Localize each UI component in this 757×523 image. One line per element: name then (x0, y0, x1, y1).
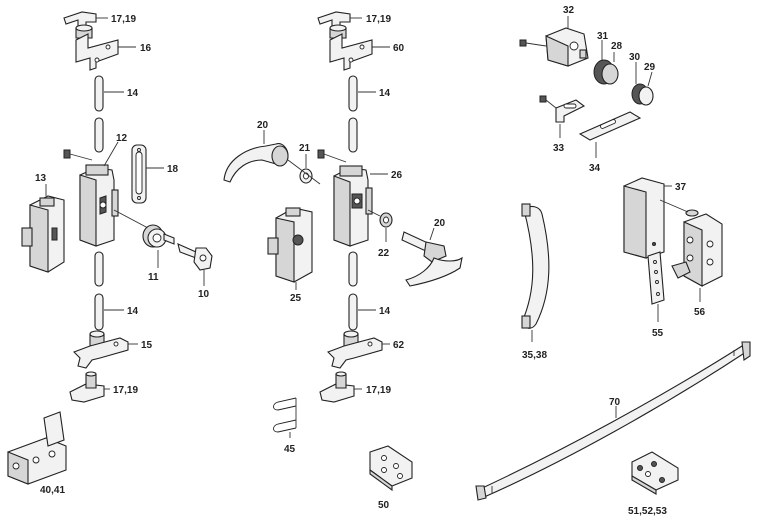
callout-40-41: 40,41 (40, 485, 65, 496)
mounting-plate-part-50 (369, 445, 413, 492)
lock-case-part-25 (267, 207, 313, 283)
bottom-hinge-part-17-19 (69, 371, 105, 403)
callout-34: 34 (589, 163, 601, 174)
top-hinge-part-17-19 (63, 11, 97, 39)
callout-14-left-upper: 14 (127, 88, 139, 99)
callout-17-19: 17,19 (111, 14, 136, 25)
strike-plate-part-34 (578, 111, 642, 141)
lower-rods-part-14-middle (348, 251, 358, 331)
callout-17-19-middle-top: 17,19 (366, 14, 391, 25)
callout-17-19-lower-left: 17,19 (113, 385, 138, 396)
callout-45: 45 (284, 444, 296, 455)
top-plate-part-16 (75, 33, 119, 71)
upper-rods-part-14-middle (348, 75, 358, 153)
callout-62: 62 (393, 340, 405, 351)
callout-10: 10 (198, 289, 210, 300)
mounting-plate-part-51-52-53 (631, 451, 679, 495)
callout-32: 32 (563, 5, 575, 16)
callout-21: 21 (299, 143, 311, 154)
callout-70: 70 (609, 397, 621, 408)
middle-lock-assembly: 17,19 60 14 20 21 (223, 11, 463, 511)
door-handle-part-20-right (401, 231, 463, 287)
left-lock-assembly: 17,19 16 14 12 (7, 11, 213, 496)
callout-35-38: 35,38 (522, 350, 547, 361)
catch-part-32 (519, 27, 589, 67)
lock-cylinder-part-11 (113, 209, 175, 248)
callout-26: 26 (391, 170, 403, 181)
callout-30: 30 (629, 52, 641, 63)
callout-29: 29 (644, 62, 656, 73)
washer-part-22 (379, 212, 393, 228)
bottom-hinge-part-17-19-middle (319, 371, 355, 403)
callout-25: 25 (290, 293, 302, 304)
bracket-part-33 (539, 95, 586, 123)
washer-part-21 (299, 168, 313, 184)
callout-22: 22 (378, 248, 390, 259)
callout-12: 12 (116, 133, 128, 144)
clips-part-45 (273, 397, 297, 433)
lock-body-part-12 (79, 164, 119, 247)
key-part-10 (177, 243, 213, 271)
callout-14-middle-lower: 14 (379, 306, 391, 317)
door-handle-part-20-left (223, 143, 289, 183)
strike-part-55 (647, 251, 665, 305)
lock-case-part-13 (21, 195, 65, 273)
callout-37: 37 (675, 182, 687, 193)
catch-mechanism-part-56 (659, 199, 723, 287)
callout-14-left-lower: 14 (127, 306, 139, 317)
right-parts: 32 31 28 30 29 33 (475, 5, 751, 517)
callout-13: 13 (35, 173, 47, 184)
callout-16: 16 (140, 43, 152, 54)
housing-part-37 (623, 177, 665, 259)
callout-15: 15 (141, 340, 153, 351)
callout-56: 56 (694, 307, 706, 318)
callout-14-middle-upper: 14 (379, 88, 391, 99)
strike-plate-part-18 (131, 144, 147, 204)
callout-55: 55 (652, 328, 664, 339)
callout-60: 60 (393, 43, 405, 54)
long-handle-part-70 (475, 341, 751, 501)
callout-33: 33 (553, 143, 565, 154)
catch-block-part-40-41 (7, 411, 67, 485)
top-plate-part-60 (329, 33, 373, 71)
screw-middle (317, 149, 347, 163)
callout-11: 11 (148, 272, 159, 283)
callout-20-left: 20 (257, 120, 269, 131)
screw-left (63, 149, 93, 161)
upper-rods-part-14 (94, 75, 104, 153)
knob-part-31-28 (593, 59, 619, 85)
pull-handle-part-35-38 (521, 203, 550, 329)
callout-31: 31 (597, 31, 609, 42)
button-part-30-29 (631, 83, 654, 106)
callout-18: 18 (167, 164, 179, 175)
callout-50: 50 (378, 500, 390, 511)
lower-rods-part-14 (94, 251, 104, 331)
callout-17-19-middle-bottom: 17,19 (366, 385, 391, 396)
callout-28: 28 (611, 41, 623, 52)
bottom-plate-part-15 (73, 330, 129, 369)
lock-body-part-26 (333, 165, 373, 247)
callout-51-52-53: 51,52,53 (628, 506, 667, 517)
top-hinge-part-17-19-middle (317, 11, 351, 39)
bottom-plate-part-62 (327, 330, 383, 369)
callout-20-right: 20 (434, 218, 446, 229)
